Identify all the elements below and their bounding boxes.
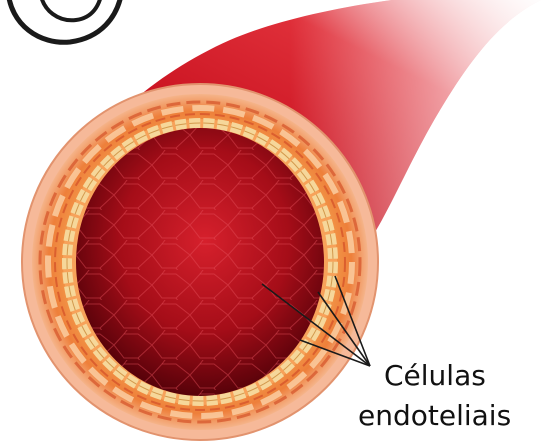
label-line-2: endoteliais bbox=[358, 399, 511, 432]
tube-outline-icon bbox=[8, 0, 122, 42]
endothelial-cells-label: Células endoteliais bbox=[358, 359, 511, 432]
label-line-1: Células bbox=[384, 359, 486, 392]
vessel-cross-section bbox=[22, 84, 378, 440]
